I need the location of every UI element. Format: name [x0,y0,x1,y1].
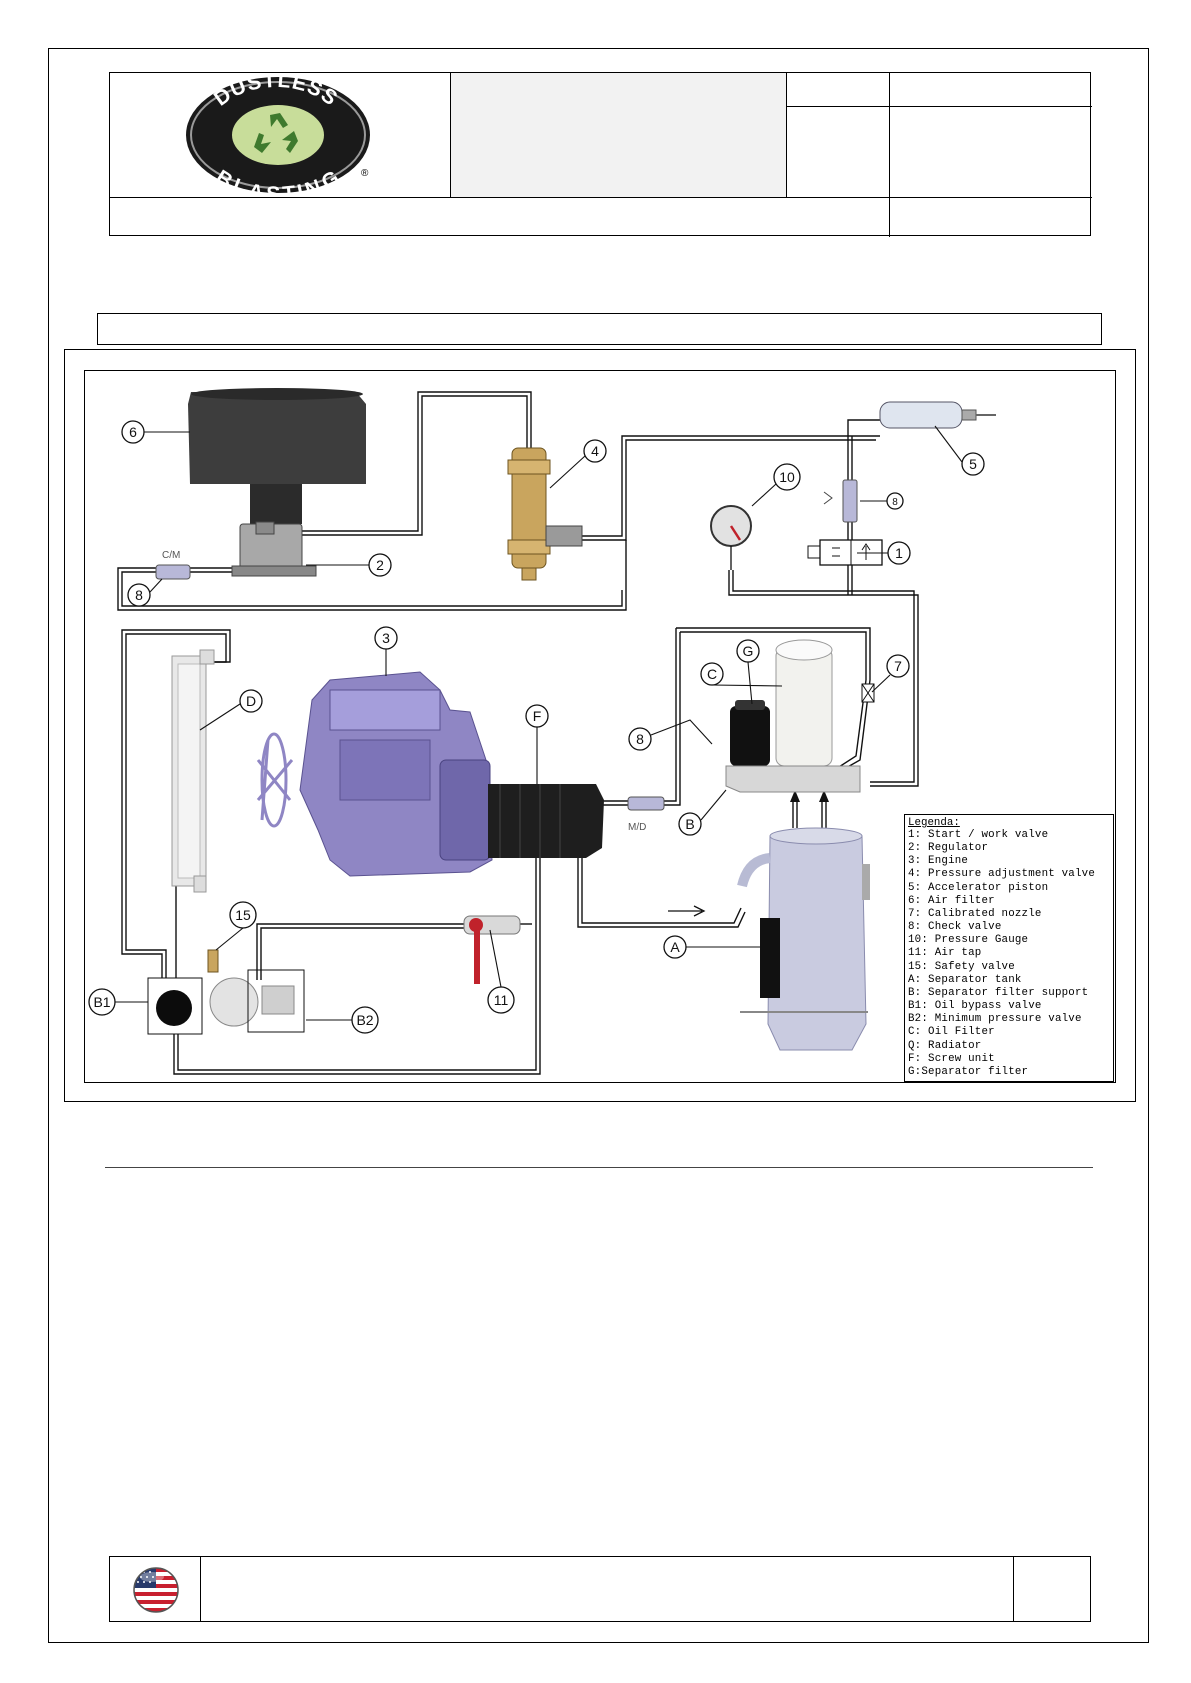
document-header: DUSTLESS BLASTING ® [109,69,1092,237]
legend-item: B2: Minimum pressure valve [908,1013,1082,1026]
legend-item: F: Screw unit [908,1052,995,1065]
pipe-lines [117,391,919,1075]
screw-unit [488,784,604,858]
minimum-pressure-valve [209,969,305,1033]
radiator [171,649,215,893]
callout-f: F [533,708,542,724]
legend-item: 10: Pressure Gauge [908,934,1029,947]
callout-c: C [707,666,717,682]
separator-filter-support [725,765,861,793]
legend-item: Q: Radiator [908,1039,982,1052]
callout-8-left: 8 [135,587,143,603]
legend-item: 2: Regulator [908,842,989,855]
engine [256,671,493,877]
diagram-inner-frame [84,370,1116,1083]
accelerator-piston [879,401,996,429]
air-tap [463,915,521,984]
check-valve-centre: M/D [627,796,665,833]
callout-10: 10 [779,469,795,485]
logo-field [232,105,324,165]
air-filter [188,388,366,524]
legend-item: 1: Start / work valve [908,829,1049,841]
callout-b2: B2 [356,1012,373,1028]
callout-g: G [743,643,754,659]
callout-8-centre: 8 [636,731,644,747]
pressure-adjustment-valve [507,447,583,581]
callout-4: 4 [591,443,599,459]
callout-7: 7 [894,658,902,674]
md-mark: M/D [628,822,646,833]
header-divider [787,106,1092,107]
safety-valve [207,949,219,973]
recycle-icon [254,113,298,153]
legend-item: 8: Check valve [908,921,1002,934]
header-divider [110,197,1092,198]
legend-item: 7: Calibrated nozzle [908,907,1042,920]
flow-arrow [668,905,706,917]
separator-filter [775,639,833,767]
legend-item: C: Oil Filter [908,1026,995,1039]
legend-item: G:Separator filter [908,1065,1029,1078]
us-flag-icon [133,1567,179,1613]
page-frame [48,48,1149,1643]
check-valve-left: C/M [155,550,191,580]
legend-item: 3: Engine [908,855,969,868]
callout-leaders [115,425,963,1021]
legend-item: B1: Oil bypass valve [908,1000,1042,1013]
legend: Legenda: 1: Start / work valve 2: Regula… [904,814,1114,1082]
flow-arrows [790,790,829,802]
callout-b: B [685,816,694,832]
legend-item: A: Separator tank [908,973,1022,986]
document-title-cell [451,73,787,197]
callout-15: 15 [235,907,251,923]
callout-3: 3 [382,630,390,646]
check-valve-right [823,479,858,523]
cm-mark: C/M [162,550,180,561]
callout-1: 1 [895,545,903,561]
page-number-cell [1013,1557,1014,1621]
callout-11: 11 [494,992,509,1008]
separator-tank [737,827,870,1051]
legend-item: 15: Safety valve [908,960,1015,973]
callout-d: D [246,693,256,709]
callout-a: A [670,939,680,955]
callout-labels: 6 2 4 10 5 1 8 8 3 G C 7 D F 8 B A 15 11… [93,424,977,1028]
flag-cell [110,1557,201,1621]
pressure-gauge [710,505,752,570]
callout-6: 6 [129,424,137,440]
registered-mark: ® [361,168,369,179]
oil-filter [730,700,770,766]
regulator [231,521,317,577]
legend-item: 4: Pressure adjustment valve [908,868,1096,881]
header-code-cell [787,73,890,237]
document-footer [109,1556,1091,1622]
section-rule [105,1167,1093,1168]
legend-item: B: Separator filter support [908,986,1089,999]
legend-item: 11: Air tap [908,947,982,960]
legend-item: 6: Air filter [908,894,995,907]
legend-title: Legenda: [908,817,960,829]
section-title-bar [97,313,1102,345]
legend-item: 5: Accelerator piston [908,881,1049,894]
oil-bypass-valve [147,977,203,1035]
legend-list: 1: Start / work valve 2: Regulator 3: En… [908,829,1113,1079]
callout-5: 5 [969,456,977,472]
diagram-frame [64,349,1136,1102]
callout-2: 2 [376,557,384,573]
callout-b1: B1 [93,994,110,1010]
calibrated-nozzle [861,683,875,703]
callout-8-right: 8 [892,497,898,508]
